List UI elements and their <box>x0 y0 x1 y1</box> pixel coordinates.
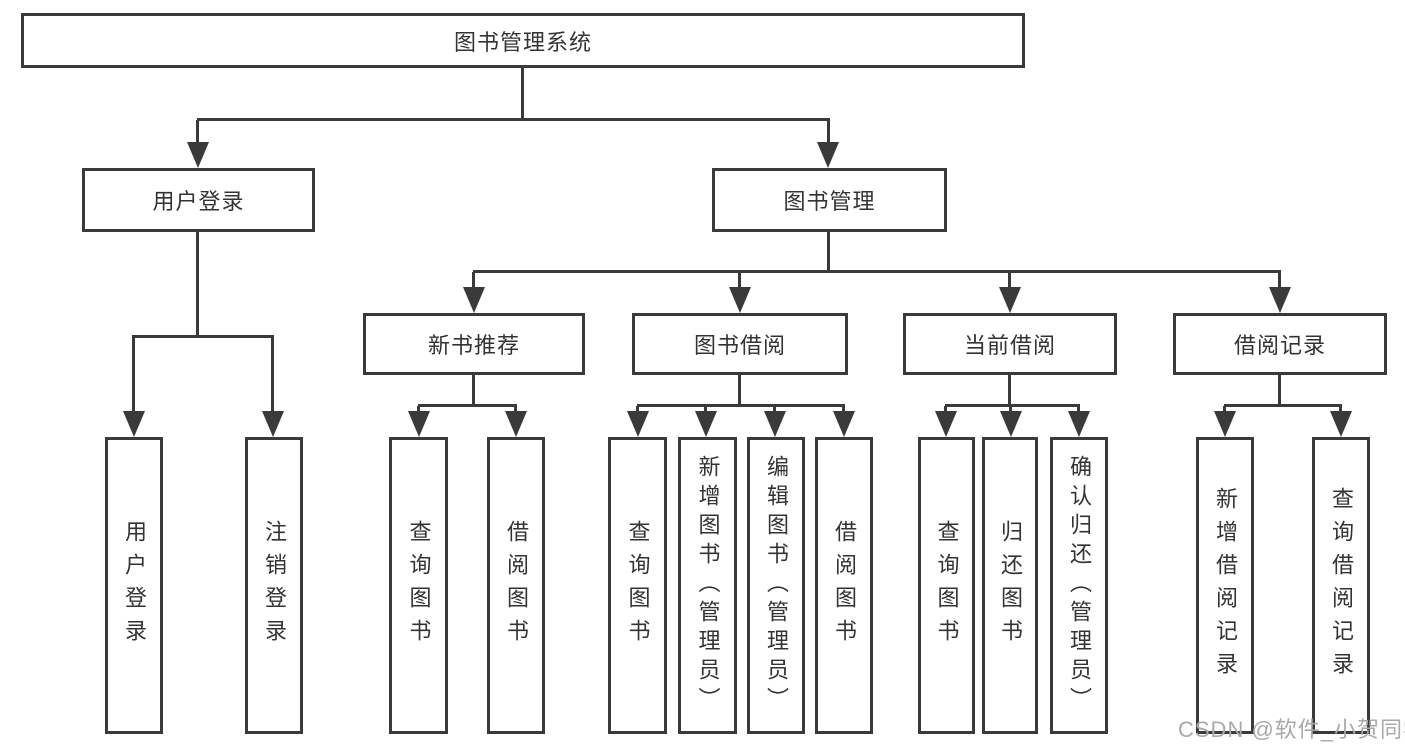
connector-current-branch <box>1009 406 1012 414</box>
arrowhead-down-icon <box>999 287 1021 313</box>
leaf-confirm-return-admin: 确认归还（管理员） <box>1050 437 1108 734</box>
leaf-add-borrow-record-label: 新增借阅记录 <box>1213 486 1238 685</box>
connector-recommend-branch <box>417 406 420 414</box>
node-borrow-records-label: 借阅记录 <box>1233 333 1326 358</box>
leaf-logout-label: 注销登录 <box>262 519 287 652</box>
connector-recommend-stem <box>472 375 475 407</box>
connector-records-bar <box>1224 404 1342 407</box>
connector-borrow-branch <box>636 406 639 414</box>
arrowhead-down-icon <box>505 411 527 437</box>
connector-records-branch <box>1223 406 1226 414</box>
leaf-query-books-current-label: 查询图书 <box>934 519 960 652</box>
arrowhead-down-icon <box>123 411 145 437</box>
connector-root-bar <box>197 118 830 121</box>
leaf-query-books-borrow-label: 查询图书 <box>625 519 651 652</box>
connector-recommend-branch <box>514 406 517 414</box>
connector-current-branch <box>1077 406 1080 414</box>
arrowhead-down-icon <box>1330 411 1352 437</box>
leaf-add-books-admin-label: 新增图书（管理员） <box>695 455 721 716</box>
node-root: 图书管理系统 <box>21 13 1025 68</box>
arrowhead-down-icon <box>935 411 957 437</box>
connector-current-branch <box>944 406 947 414</box>
leaf-query-borrow-record-label: 查询借阅记录 <box>1329 486 1354 685</box>
leaf-borrow-books-recommend-label: 借阅图书 <box>504 519 529 652</box>
connector-user-login-stem <box>196 232 199 337</box>
node-book-borrow-label: 图书借阅 <box>693 333 786 358</box>
node-root-label: 图书管理系统 <box>453 29 592 55</box>
arrowhead-down-icon <box>1068 411 1090 437</box>
node-book-management: 图书管理 <box>712 168 947 232</box>
arrowhead-down-icon <box>262 411 284 437</box>
node-new-book-recommend-label: 新书推荐 <box>427 333 520 358</box>
connector-borrow-bar <box>637 404 845 407</box>
leaf-query-borrow-record: 查询借阅记录 <box>1312 437 1370 734</box>
arrowhead-down-icon <box>695 411 717 437</box>
connector-book-mgmt-branch <box>1278 272 1281 288</box>
csdn-watermark: CSDN @软件_小贺同学 <box>1178 717 1405 742</box>
leaf-user-login-label: 用户登录 <box>122 519 147 652</box>
connector-records-branch <box>1339 406 1342 414</box>
node-user-login-label: 用户登录 <box>152 189 245 214</box>
arrowhead-down-icon <box>833 411 855 437</box>
connector-book-mgmt-branch <box>472 272 475 288</box>
leaf-add-books-admin: 新增图书（管理员） <box>678 437 737 734</box>
connector-user-login-bar <box>132 335 274 338</box>
node-borrow-records: 借阅记录 <box>1173 313 1387 375</box>
connector-book-mgmt-branch <box>738 272 741 288</box>
connector-borrow-branch <box>704 406 707 414</box>
connector-root-branch-right <box>827 120 830 146</box>
connector-book-mgmt-branch <box>1008 272 1011 288</box>
arrowhead-down-icon <box>463 287 485 313</box>
node-user-login: 用户登录 <box>82 168 315 232</box>
connector-book-mgmt-bar <box>473 270 1281 273</box>
node-book-management-label: 图书管理 <box>783 189 876 214</box>
leaf-edit-books-admin: 编辑图书（管理员） <box>747 437 805 734</box>
connector-root-stem <box>521 68 524 120</box>
leaf-confirm-return-admin-label: 确认归还（管理员） <box>1067 455 1092 716</box>
connector-user-login-branch <box>132 337 135 413</box>
leaf-edit-books-admin-label: 编辑图书（管理员） <box>764 455 789 716</box>
connector-borrow-branch <box>842 406 845 414</box>
arrowhead-down-icon <box>408 411 430 437</box>
leaf-logout: 注销登录 <box>245 437 303 734</box>
connector-current-stem <box>1008 375 1011 407</box>
leaf-query-books-recommend-label: 查询图书 <box>406 519 432 652</box>
leaf-borrow-books-label: 借阅图书 <box>832 519 857 652</box>
arrowhead-down-icon <box>1214 411 1236 437</box>
connector-current-bar <box>945 404 1080 407</box>
leaf-return-books: 归还图书 <box>982 437 1038 734</box>
connector-user-login-branch <box>271 337 274 413</box>
arrowhead-down-icon <box>1000 411 1022 437</box>
leaf-user-login: 用户登录 <box>105 437 163 734</box>
leaf-query-books-current: 查询图书 <box>918 437 975 734</box>
node-book-borrow: 图书借阅 <box>632 313 848 375</box>
connector-recommend-bar <box>418 404 517 407</box>
connector-borrow-branch <box>773 406 776 414</box>
leaf-query-books-recommend: 查询图书 <box>389 437 448 734</box>
connector-root-branch-left <box>196 120 199 146</box>
leaf-borrow-books-recommend: 借阅图书 <box>487 437 545 734</box>
arrowhead-down-icon <box>627 411 649 437</box>
connector-book-mgmt-stem <box>827 232 830 272</box>
arrowhead-down-icon <box>187 142 209 168</box>
arrowhead-down-icon <box>817 142 839 168</box>
arrowhead-down-icon <box>1269 287 1291 313</box>
leaf-borrow-books: 借阅图书 <box>815 437 873 734</box>
connector-borrow-stem <box>738 375 741 407</box>
connector-records-stem <box>1278 375 1281 407</box>
node-current-borrow-label: 当前借阅 <box>963 333 1056 358</box>
leaf-add-borrow-record: 新增借阅记录 <box>1196 437 1254 734</box>
arrowhead-down-icon <box>729 287 751 313</box>
leaf-return-books-label: 归还图书 <box>998 519 1023 652</box>
node-new-book-recommend: 新书推荐 <box>363 313 585 375</box>
arrowhead-down-icon <box>764 411 786 437</box>
node-current-borrow: 当前借阅 <box>903 313 1117 375</box>
leaf-query-books-borrow: 查询图书 <box>608 437 667 734</box>
